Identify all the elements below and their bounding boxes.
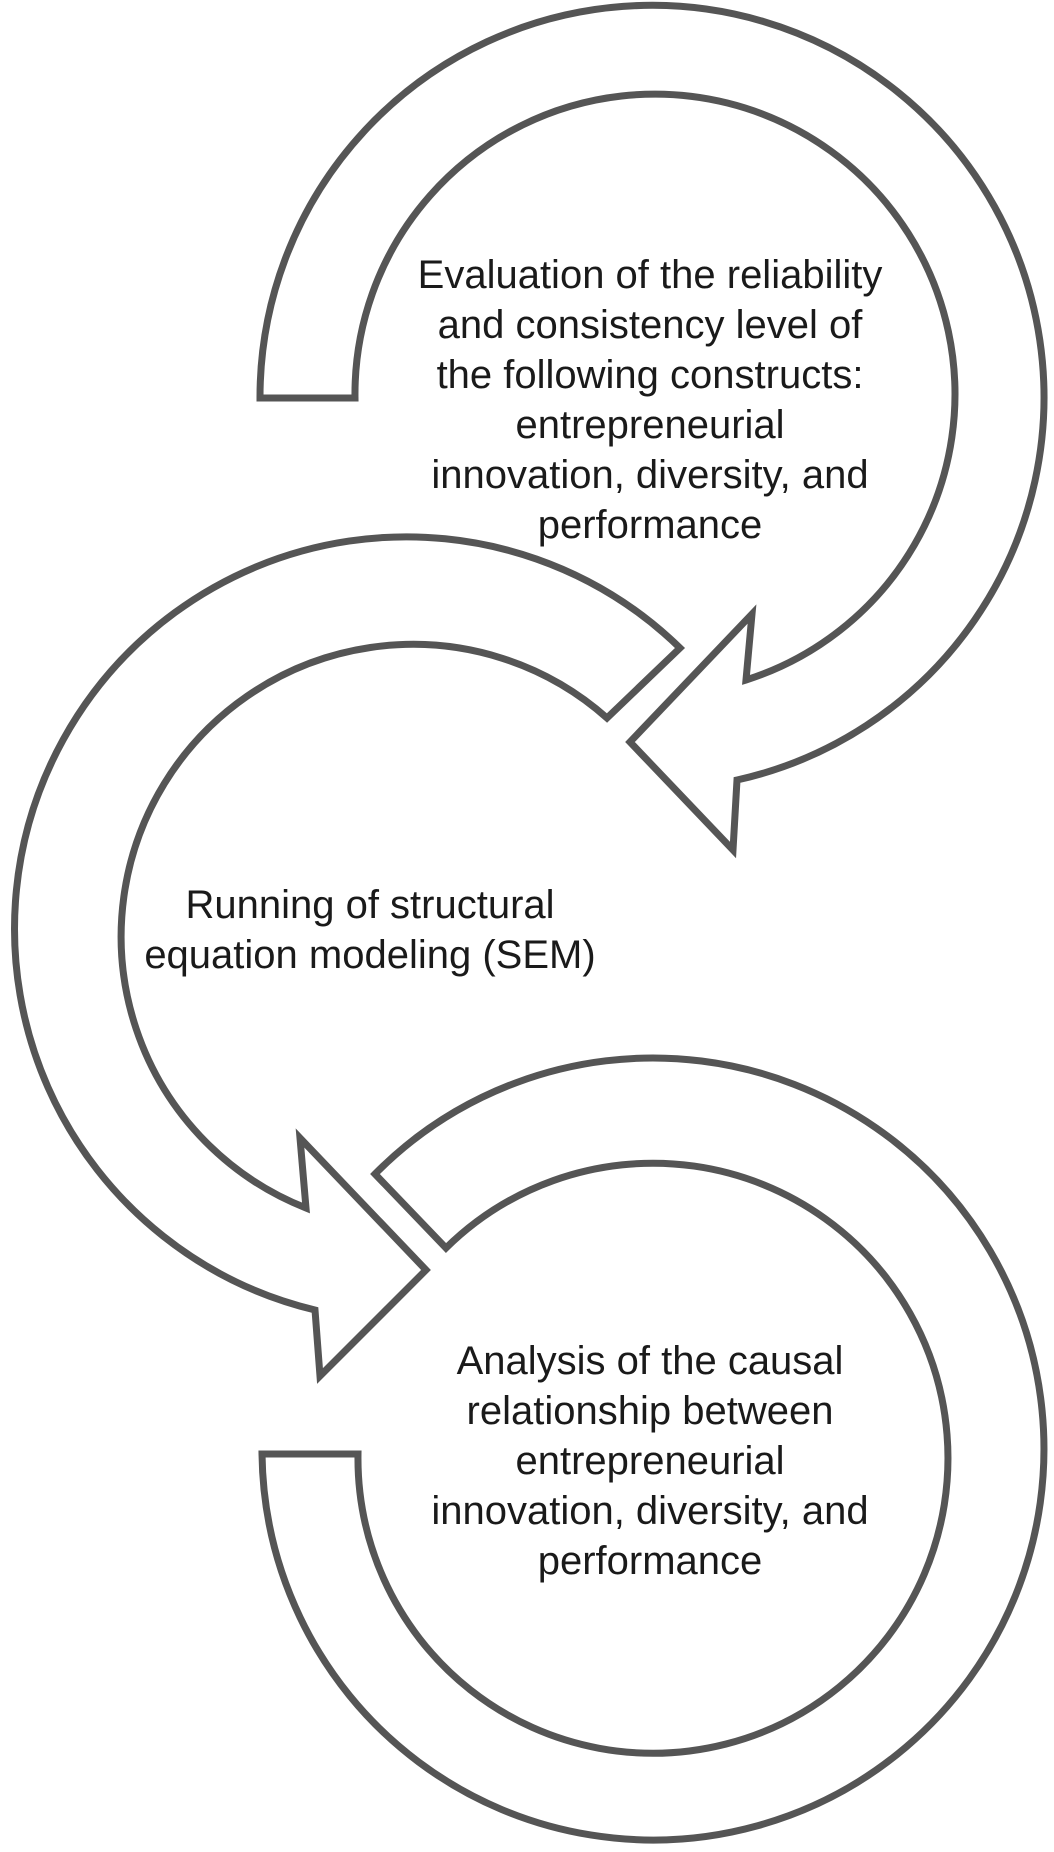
step-reliability-evaluation-text: Evaluation of the reliability and consis…	[417, 253, 883, 547]
step-causal-analysis-text: Analysis of the causal relationship betw…	[431, 1339, 869, 1583]
curved-arrow-top	[256, 1, 1048, 859]
curved-arrow-middle	[11, 533, 686, 1384]
step-sem-text: Running of structural equation modeling …	[144, 883, 596, 977]
curved-arrow-bottom	[258, 1054, 1048, 1844]
